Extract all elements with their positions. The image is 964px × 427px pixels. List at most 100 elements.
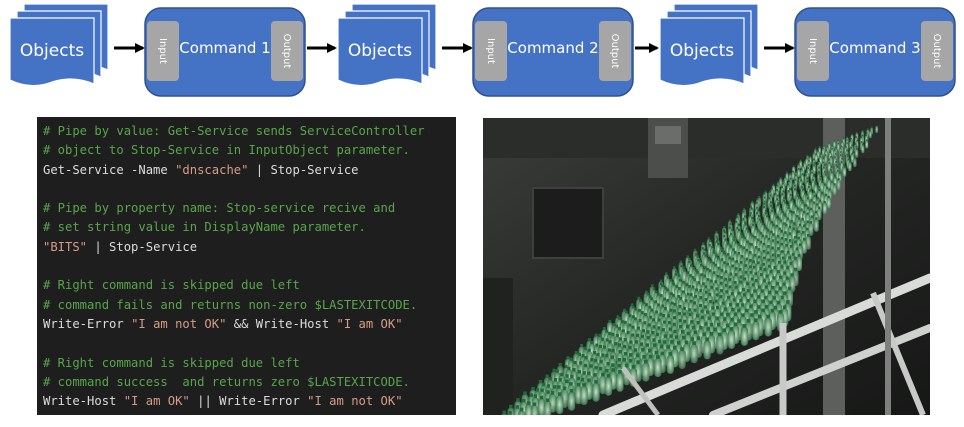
bottle-cap [699, 296, 703, 299]
bottle-cap [786, 204, 789, 207]
bottle-cap [726, 262, 730, 266]
bottle-cap [814, 148, 817, 150]
bottle-cap [683, 306, 686, 310]
bottle-cap [802, 237, 806, 241]
bottle-cap [704, 290, 708, 294]
bottle [822, 202, 827, 215]
bottle-cap [606, 361, 610, 366]
bottle-cap [548, 377, 552, 381]
bottle-cap [679, 296, 683, 300]
bottle-cap [861, 129, 864, 132]
bottle-cap [778, 310, 783, 314]
bottle-cap [652, 287, 656, 291]
bottle-cap [753, 289, 757, 293]
bottle-cap [740, 232, 743, 235]
bottle-cap [656, 332, 660, 336]
code-token-plain: | Stop-Service [248, 162, 359, 177]
code-panel: # Pipe by value: Get-Service sends Servi… [37, 117, 456, 415]
bottle-cap [856, 131, 858, 134]
bottle-cap [846, 142, 848, 144]
bottle-cap [728, 285, 732, 289]
bottle-cap [599, 344, 603, 348]
bottle-cap [819, 178, 822, 181]
bottle [530, 405, 539, 415]
bottle-cap [581, 354, 585, 358]
bottle-cap [720, 275, 723, 279]
bottle-cap [696, 320, 700, 325]
bottle-cap [849, 140, 852, 142]
bottle-cap [631, 333, 635, 337]
bottle-cap [636, 326, 640, 330]
bottle-cap [728, 256, 731, 260]
bottle-cap [717, 242, 720, 245]
bottle-cap [673, 266, 676, 269]
code-line: # command fails and returns non-zero $LA… [43, 296, 456, 315]
bottle-cap [764, 305, 769, 309]
bottle-cap [825, 193, 828, 196]
bottle-cap [799, 159, 802, 162]
bottle-cap [750, 207, 753, 210]
bottle-cap [806, 206, 809, 209]
bottle-cap [786, 266, 790, 270]
bottle-cap [546, 390, 550, 394]
bottle-cap [762, 279, 766, 283]
bottling-line-photo [483, 118, 930, 415]
bottle-cap [611, 332, 615, 336]
bottle-cap [810, 199, 813, 202]
bottle-cap [762, 262, 765, 266]
bottle-cap [836, 169, 839, 172]
bottle-cap [753, 253, 757, 257]
bottle-cap [606, 373, 611, 378]
bottle-cap [780, 229, 783, 233]
bottle-cap [601, 337, 604, 341]
bottle-cap [763, 192, 766, 195]
bottle-cap [592, 351, 597, 355]
bottle-cap [622, 357, 626, 362]
bottle-cap [793, 181, 796, 184]
bottle-cap [654, 290, 658, 294]
bottle-cap [818, 172, 821, 175]
bottle-cap [638, 318, 642, 322]
bottle-cap [763, 200, 766, 203]
code-blank-line [43, 334, 456, 353]
bottle-cap [789, 245, 793, 248]
bottle-cap [749, 214, 752, 217]
bottle-cap [834, 152, 837, 155]
bottle-cap [535, 388, 540, 392]
code-token-comment: # Right command is skipped due left [43, 355, 300, 370]
bottle-cap [810, 207, 813, 210]
bottle-cap [672, 322, 676, 326]
bottle-cap [752, 223, 755, 226]
bottle-cap [728, 303, 733, 307]
bottle-cap [672, 282, 676, 286]
code-token-plain: && Write-Host [226, 316, 337, 331]
bottle-cap [682, 266, 685, 269]
bottle-cap [701, 247, 704, 250]
bottle-cap [670, 340, 674, 344]
bottle-cap [695, 269, 698, 272]
bottle-cap [550, 391, 555, 395]
bottle-cap [576, 382, 581, 387]
bottle-cap [823, 166, 825, 169]
bottle-cap [733, 251, 737, 254]
bottle-cap [840, 161, 843, 163]
bottle-cap [738, 268, 742, 271]
bottle-cap [766, 314, 770, 319]
bottle-cap [779, 177, 782, 179]
bottle-cap [746, 240, 749, 244]
bottle-cap [743, 277, 747, 281]
bottle-cap [730, 317, 734, 322]
bottle-cap [737, 223, 740, 226]
bottle-cap [807, 164, 810, 166]
bottle-cap [759, 266, 763, 270]
bottle-cap [623, 320, 627, 324]
bottle-cap [798, 196, 800, 199]
bottle-cap [823, 145, 825, 147]
bottle-cap [623, 352, 628, 356]
bottle-cap [759, 273, 763, 277]
output-label: Output [609, 34, 620, 69]
bottle [538, 398, 546, 415]
bottle-cap [644, 313, 647, 316]
bottle-cap [678, 304, 682, 308]
output-port [921, 21, 953, 81]
